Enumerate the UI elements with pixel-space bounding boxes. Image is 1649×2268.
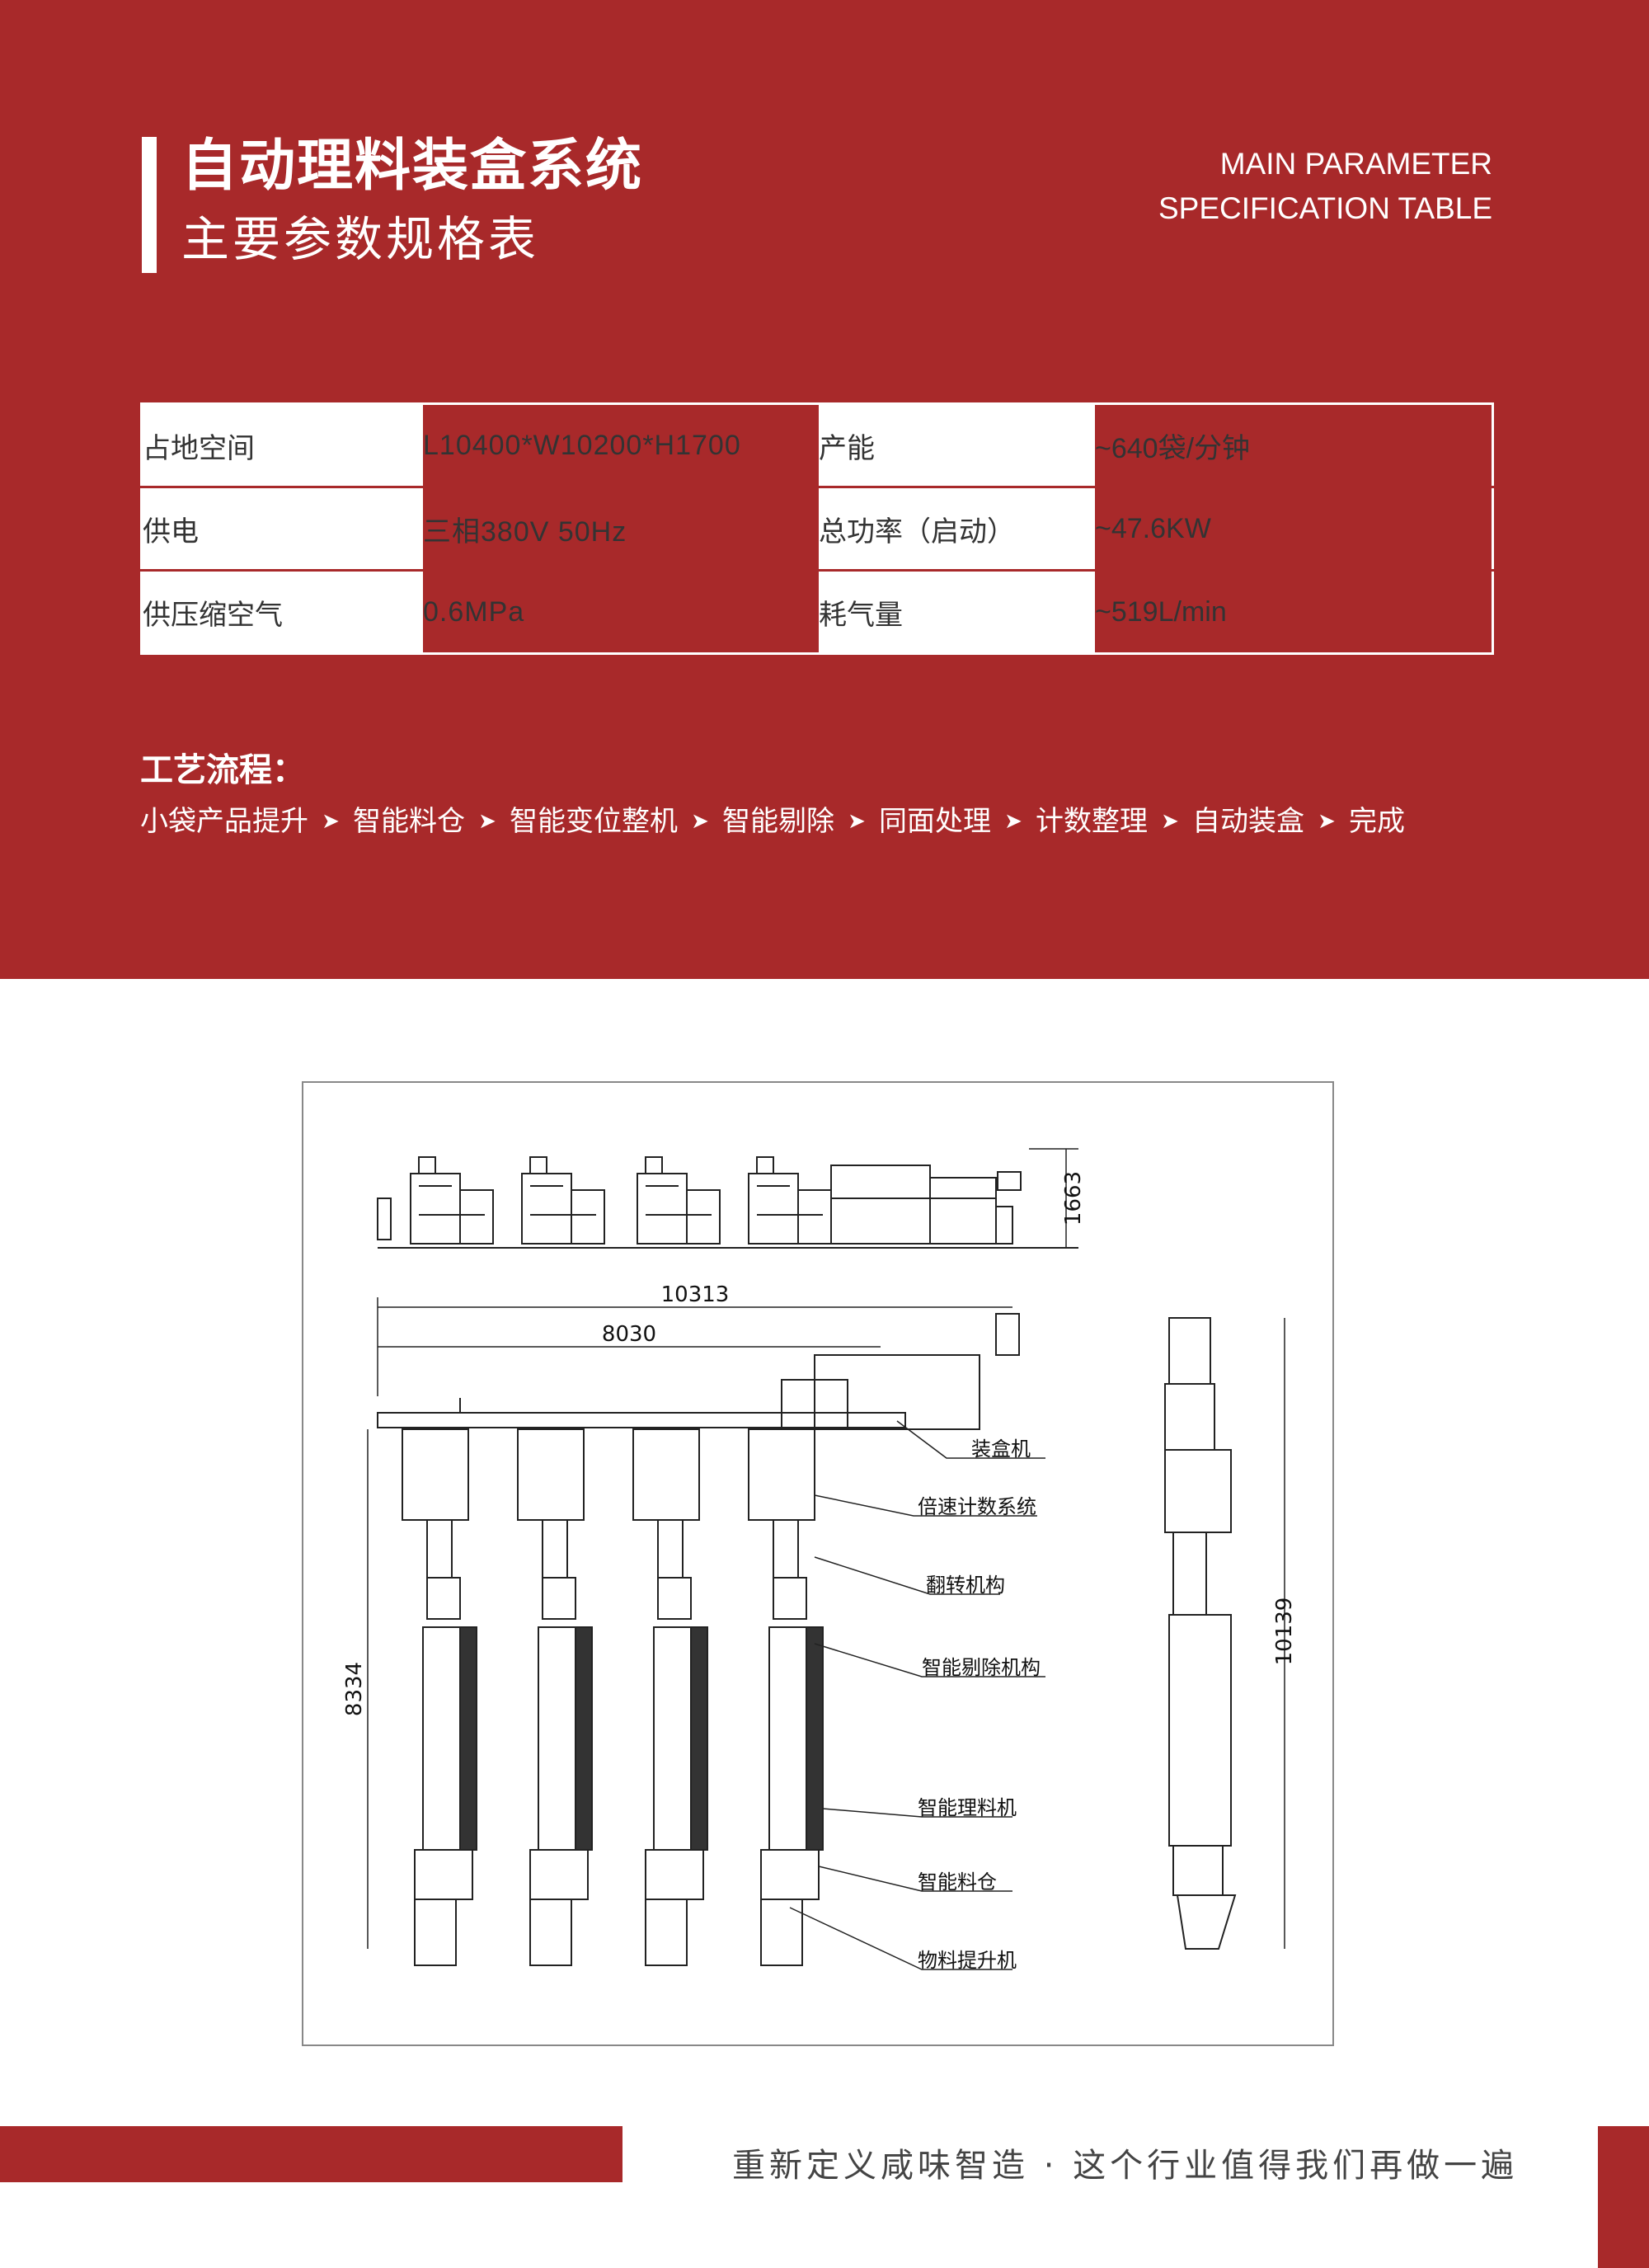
footer-right-bar [1598, 2126, 1649, 2268]
spec-label: 占地空间 [141, 403, 423, 488]
callout-label: 物料提升机 [918, 1949, 1017, 1972]
elevation-unit [410, 1156, 494, 1245]
dim-height-side: 1663 [1061, 1171, 1086, 1226]
layout-drawing: 1663 10313 8030 [302, 1081, 1334, 2046]
callout-label: 装盒机 [971, 1437, 1031, 1461]
process-step: 智能料仓 [353, 805, 465, 838]
process-step: 同面处理 [879, 805, 991, 838]
arrow-right-icon: ➤ [691, 809, 709, 834]
arrow-right-icon: ➤ [1318, 809, 1336, 834]
arrow-right-icon: ➤ [1161, 809, 1179, 834]
machine-layout-svg: 1663 10313 8030 [342, 1148, 1297, 1972]
spec-label: 总功率（启动） [819, 487, 1095, 572]
elevation-unit [637, 1156, 721, 1245]
spec-value: ~519L/min [1095, 570, 1493, 654]
callout-label: 智能料仓 [918, 1870, 997, 1894]
process-step: 小袋产品提升 [140, 805, 308, 838]
spec-label: 供压缩空气 [141, 570, 423, 654]
process-step: 计数整理 [1036, 805, 1148, 838]
spec-value: ~47.6KW [1095, 487, 1493, 572]
process-step: 智能变位整机 [510, 805, 678, 838]
arrow-right-icon: ➤ [322, 809, 340, 834]
english-title: MAIN PARAMETER SPECIFICATION TABLE [1158, 142, 1492, 231]
spec-table: 占地空间 L10400*W10200*H1700 产能 ~640袋/分钟 供电 … [140, 402, 1494, 655]
plan-line [517, 1428, 593, 1966]
dim-partial-length: 8030 [602, 1322, 656, 1347]
page-title: 自动理料装盒系统 [181, 134, 644, 199]
plan-line [632, 1428, 708, 1966]
elevation-unit [748, 1156, 832, 1245]
table-row: 供电 三相380V 50Hz 总功率（启动） ~47.6KW [141, 487, 1493, 572]
english-title-line1: MAIN PARAMETER [1219, 147, 1492, 181]
callout-label: 翻转机构 [926, 1574, 1005, 1597]
english-title-line2: SPECIFICATION TABLE [1158, 191, 1492, 225]
elevation-unit [521, 1156, 605, 1245]
spec-label: 耗气量 [819, 570, 1095, 654]
plan-cartoner [814, 1354, 980, 1430]
footer-red-bar [0, 2126, 622, 2182]
process-flow: 小袋产品提升 ➤ 智能料仓 ➤ 智能变位整机 ➤ 智能剔除 ➤ 同面处理 ➤ 计… [140, 798, 1405, 845]
plan-line [748, 1428, 824, 1966]
arrow-right-icon: ➤ [1004, 809, 1022, 834]
spec-value: L10400*W10200*H1700 [423, 403, 819, 488]
spec-value: 0.6MPa [423, 570, 819, 654]
table-row: 占地空间 L10400*W10200*H1700 产能 ~640袋/分钟 [141, 403, 1493, 488]
arrow-right-icon: ➤ [848, 809, 866, 834]
dim-left-height: 8334 [342, 1662, 367, 1716]
process-step: 自动装盒 [1192, 805, 1304, 838]
dim-total-length: 10313 [661, 1282, 730, 1307]
end-elevation-view: 10139 [1164, 1317, 1297, 1950]
side-elevation-view: 1663 [377, 1148, 1086, 1249]
hero-banner: 自动理料装盒系统 主要参数规格表 MAIN PARAMETER SPECIFIC… [0, 0, 1649, 979]
process-title: 工艺流程： [140, 751, 305, 789]
table-row: 供压缩空气 0.6MPa 耗气量 ~519L/min [141, 570, 1493, 654]
footer-slogan: 重新定义咸味智造 · 这个行业值得我们再做一遍 [732, 2147, 1519, 2185]
spec-value: ~640袋/分钟 [1095, 403, 1493, 488]
callout-leaders [789, 1420, 1045, 1970]
elevation-cartoner [830, 1165, 931, 1245]
process-step: 完成 [1349, 805, 1405, 838]
plan-view: 10313 8030 [342, 1282, 1045, 1972]
spec-value: 三相380V 50Hz [423, 487, 819, 572]
plan-line [402, 1428, 477, 1966]
callout-label: 智能理料机 [918, 1796, 1017, 1819]
spec-label: 供电 [141, 487, 423, 572]
dim-right-height: 10139 [1272, 1597, 1297, 1666]
title-accent-bar [142, 137, 157, 273]
spec-label: 产能 [819, 403, 1095, 488]
callout-label: 倍速计数系统 [918, 1495, 1036, 1518]
page-subtitle: 主要参数规格表 [181, 211, 540, 267]
process-step: 智能剔除 [722, 805, 834, 838]
callout-label: 智能剔除机构 [922, 1656, 1041, 1679]
arrow-right-icon: ➤ [478, 809, 496, 834]
